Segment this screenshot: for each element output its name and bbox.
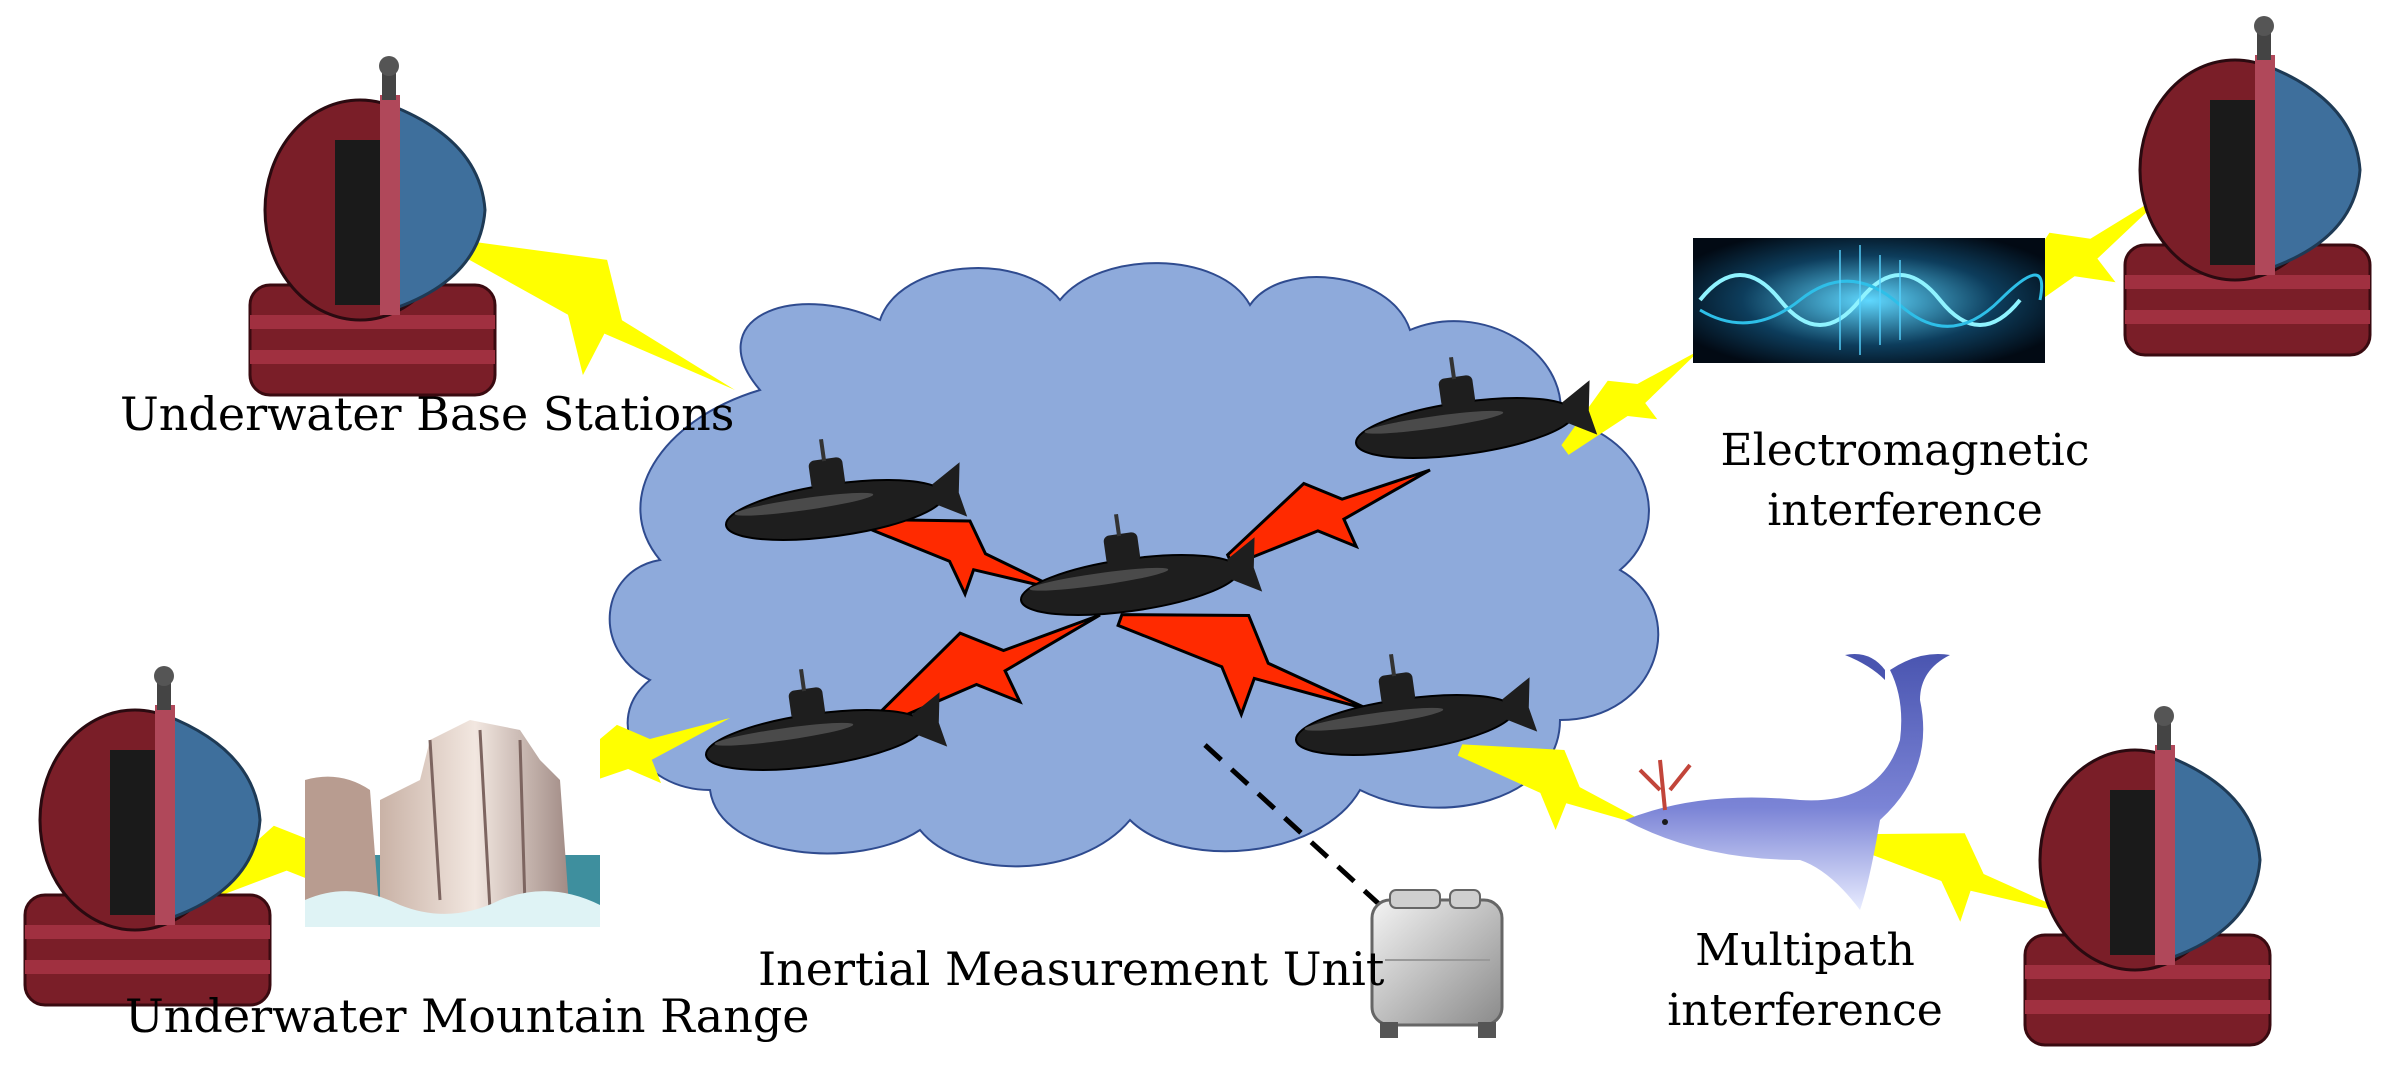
submarine-icon-bottom-left [705,668,948,771]
submarine-icon-bottom-right [1295,653,1538,756]
signal-whale [1457,744,1660,830]
signal-base-top-left [452,239,735,390]
submarine-icon-center [1020,513,1263,616]
buoy-icon-top-right [2123,16,2372,357]
label-em-interference-2: interference [1767,485,2043,536]
signal-base-bottom-right [1848,833,2075,922]
label-multipath-1: Multipath [1695,925,1915,976]
signal-sub-bottom-right [1116,613,1371,719]
submarine-icon-top-right [1355,356,1598,459]
buoy-icon-bottom-left [23,666,272,1007]
buoy-icon-bottom-right [2023,706,2272,1047]
mountain-icon [305,720,600,927]
label-imu: Inertial Measurement Unit [758,942,1385,996]
signal-sub-top-right [1225,468,1431,568]
signal-em-wave [1561,350,1700,455]
label-em-interference-1: Electromagnetic [1721,425,2090,476]
submarine-icon-top-left [725,438,968,541]
red-signal-links [871,468,1431,728]
label-mountain-range: Underwater Mountain Range [125,989,810,1043]
suitcase-icon [1203,743,1504,1038]
label-multipath-2: interference [1667,985,1943,1036]
buoy-icon-top-left [248,56,497,397]
waveform-icon [1693,238,2045,363]
whale-icon [1625,654,1950,910]
signal-sub-top-left [871,518,1061,598]
label-base-stations: Underwater Base Stations [120,387,734,441]
